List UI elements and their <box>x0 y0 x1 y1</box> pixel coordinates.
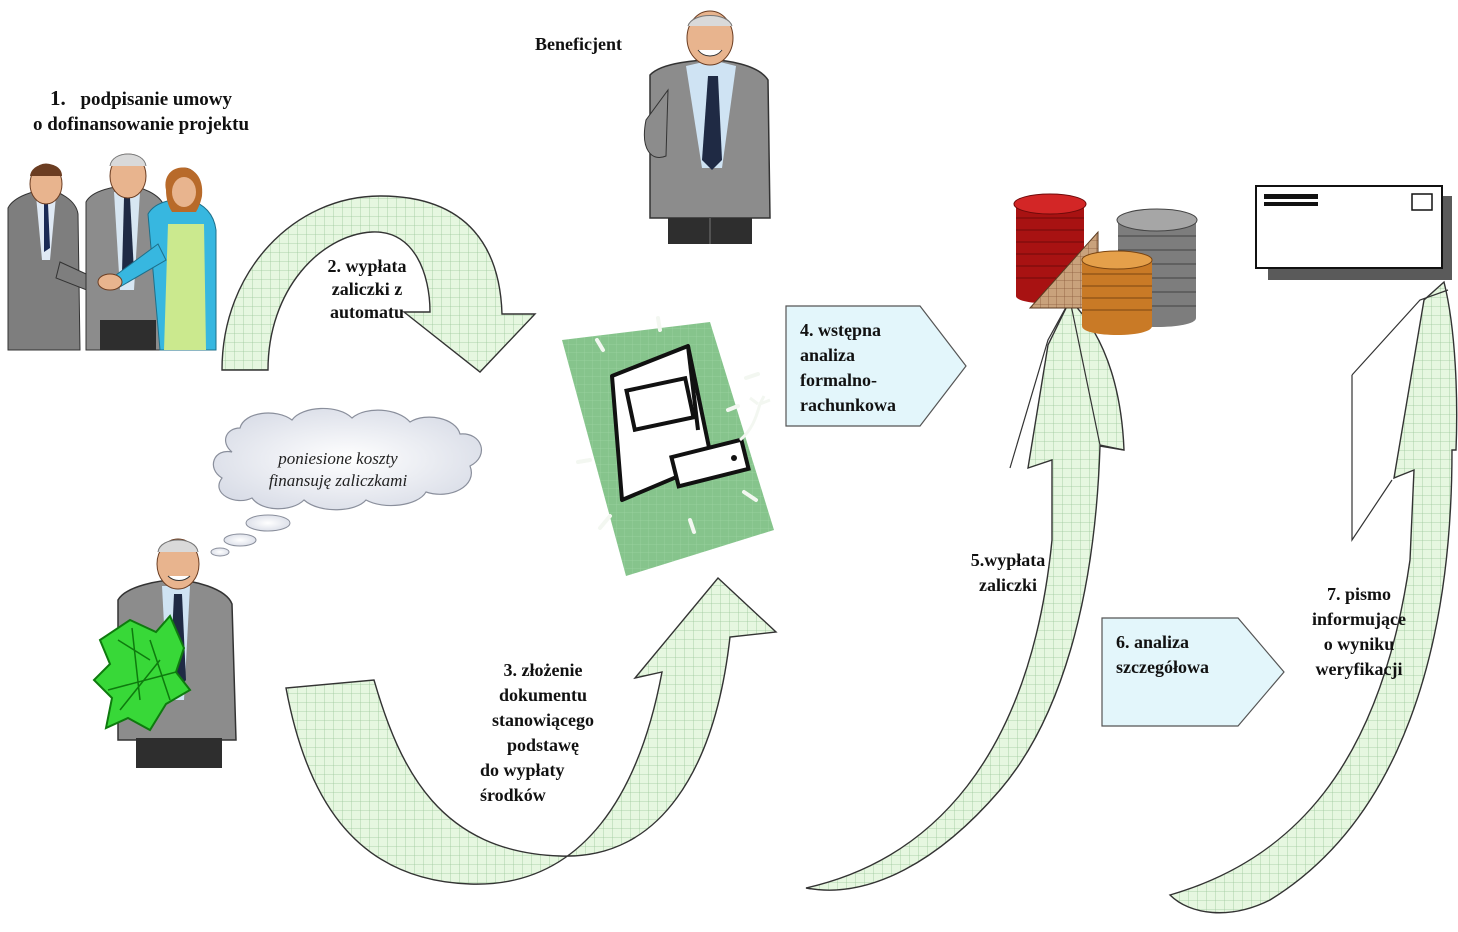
beneficiary-label: Beneficjent <box>535 34 622 54</box>
step-6-line1: 6. analiza <box>1116 632 1190 652</box>
step-3-line5: do wypłaty <box>480 760 565 780</box>
step-1-number: 1. <box>49 86 66 110</box>
document-icon <box>562 316 774 576</box>
money-bundle-icon <box>92 614 192 732</box>
step-7-line3: o wyniku <box>1323 634 1395 654</box>
step-1-line2: o dofinansowanie projektu <box>32 114 250 135</box>
step-3-line2: dokumentu <box>498 685 588 705</box>
step-2-line3: automatu <box>329 302 404 322</box>
step-2-label: 2. wypłata zaliczki z automatu <box>312 255 422 324</box>
envelope-icon <box>1255 185 1452 280</box>
step-3-line4: podstawę <box>506 735 579 755</box>
step-2-line2: zaliczki z <box>331 279 403 299</box>
step-5-label: 5.wypłata zaliczki <box>948 548 1068 598</box>
step-4-label: 4. wstępna analiza formalno- rachunkowa <box>800 318 896 418</box>
thought-line1: poniesione koszty <box>278 449 398 468</box>
step-4-line4: rachunkowa <box>800 395 897 415</box>
step-5-line2: zaliczki <box>979 575 1037 595</box>
step-5-line1: 5.wypłata <box>970 550 1046 570</box>
coins-icon <box>1013 193 1198 335</box>
step-4-line1: 4. wstępna <box>800 320 882 340</box>
step-6-line2: szczegółowa <box>1116 657 1209 677</box>
beneficiary-figure <box>644 10 771 244</box>
step-7-line2: informujące <box>1312 609 1406 629</box>
step-7-line1: 7. pismo <box>1326 584 1391 604</box>
step-3-line6: środków <box>480 785 546 805</box>
step-2-line1: 2. wypłata <box>327 256 407 276</box>
step-7-line4: weryfikacji <box>1315 659 1403 679</box>
step-6-label: 6. analiza szczegółowa <box>1116 630 1209 680</box>
thought-line2: finansuję zaliczkami <box>268 471 408 490</box>
callout-step-4 <box>785 305 967 427</box>
step-7-label: 7. pismo informujące o wyniku weryfikacj… <box>1296 582 1422 682</box>
step-4-line2: analiza <box>800 345 856 365</box>
arrow-step-3 <box>285 576 778 885</box>
callout-step-6 <box>1101 617 1285 727</box>
step-3-line3: stanowiącego <box>492 710 594 730</box>
step-4-line3: formalno- <box>800 370 877 390</box>
arrow-step-2 <box>221 195 537 373</box>
thought-cloud <box>210 407 482 557</box>
step-1-line1: podpisanie umowy <box>80 89 233 110</box>
thought-text: poniesione koszty finansuję zaliczkami <box>238 448 438 492</box>
step-3-label: 3. złożenie dokumentu stanowiącego podst… <box>478 658 608 808</box>
step-1-label: 1. podpisanie umowy o dofinansowanie pro… <box>16 86 266 137</box>
arrow-step-7 <box>1168 280 1458 914</box>
beneficiary-with-money-figure <box>92 538 237 768</box>
contract-signing-group <box>7 153 217 351</box>
step-3-line1: 3. złożenie <box>503 660 583 680</box>
